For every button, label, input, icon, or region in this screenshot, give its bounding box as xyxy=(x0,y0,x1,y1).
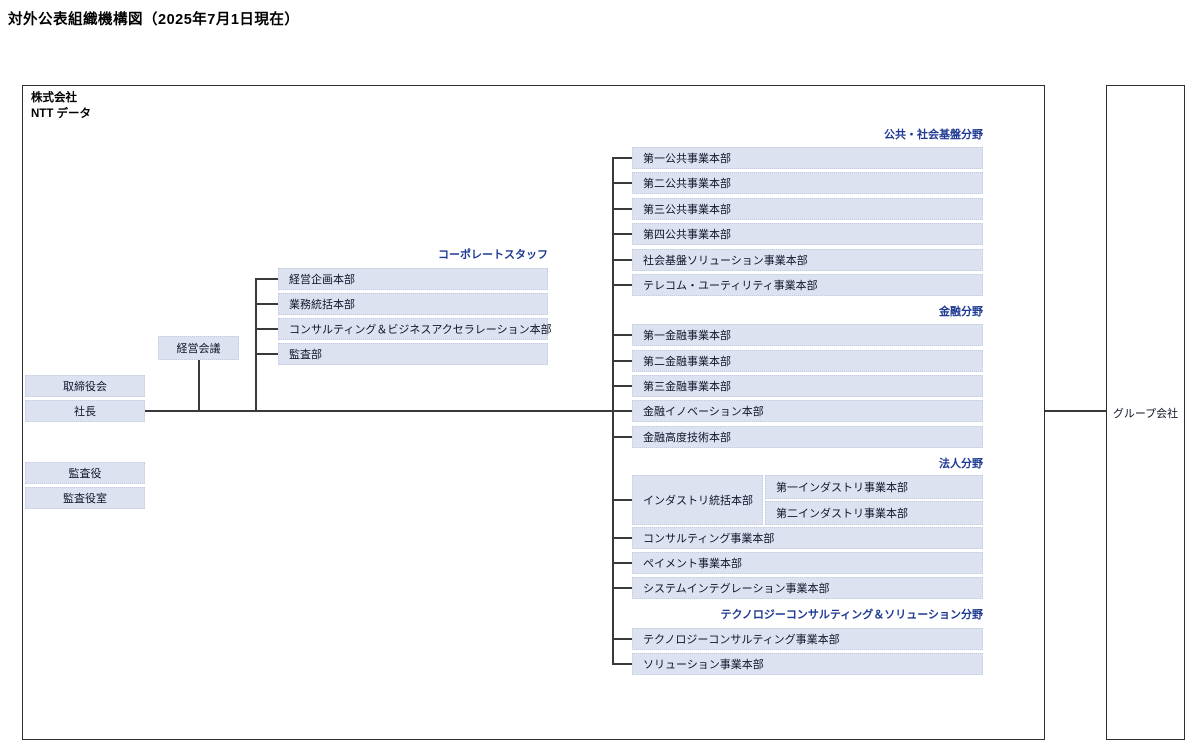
connector-line xyxy=(612,157,632,159)
division-unit: テレコム・ユーティリティ事業本部 xyxy=(632,274,983,296)
box-auditors: 監査役 xyxy=(25,462,145,484)
connector-line xyxy=(612,259,632,261)
division-unit: 第三金融事業本部 xyxy=(632,375,983,397)
connector-line xyxy=(612,182,632,184)
division-unit-industry-child: 第二インダストリ事業本部 xyxy=(765,501,983,525)
corporate-staff-heading: コーポレートスタッフ xyxy=(438,249,548,261)
connector-line xyxy=(612,410,632,412)
division-unit: 第一金融事業本部 xyxy=(632,324,983,346)
division-unit: 第二公共事業本部 xyxy=(632,172,983,194)
division-unit: 第三公共事業本部 xyxy=(632,198,983,220)
connector-line xyxy=(612,499,632,501)
group-company-label: グループ会社 xyxy=(1112,407,1179,420)
division-unit: コンサルティング事業本部 xyxy=(632,527,983,549)
division-heading-finance: 金融分野 xyxy=(939,306,983,318)
corporate-staff-unit: 業務統括本部 xyxy=(278,293,548,315)
main-spine-line xyxy=(145,410,612,412)
group-connector-line xyxy=(1045,410,1106,412)
connector-line xyxy=(612,436,632,438)
division-unit: 金融高度技術本部 xyxy=(632,426,983,448)
company-name-line2: NTT データ xyxy=(31,107,92,120)
connector-line xyxy=(612,385,632,387)
connector-line xyxy=(612,638,632,640)
division-unit: ソリューション事業本部 xyxy=(632,653,983,675)
division-unit: 第二金融事業本部 xyxy=(632,350,983,372)
group-company-box: グループ会社 xyxy=(1106,85,1185,740)
division-heading-public: 公共・社会基盤分野 xyxy=(884,129,983,141)
connector-line xyxy=(612,334,632,336)
division-unit: 第一公共事業本部 xyxy=(632,147,983,169)
connector-line xyxy=(612,284,632,286)
division-heading-technology: テクノロジーコンサルティング＆ソリューション分野 xyxy=(720,609,983,621)
connector-line xyxy=(255,303,279,305)
division-unit: ペイメント事業本部 xyxy=(632,552,983,574)
division-unit: テクノロジーコンサルティング事業本部 xyxy=(632,628,983,650)
connector-line xyxy=(612,587,632,589)
page-title: 対外公表組織機構図（2025年7月1日現在） xyxy=(8,12,300,28)
connector-line xyxy=(612,537,632,539)
connector-line xyxy=(612,360,632,362)
division-heading-corporate: 法人分野 xyxy=(939,458,983,470)
connector-line xyxy=(612,208,632,210)
connector-line xyxy=(612,562,632,564)
connector-line xyxy=(255,328,279,330)
corporate-staff-unit: コンサルティング＆ビジネスアクセラレーション本部 xyxy=(278,318,552,340)
division-unit: 社会基盤ソリューション事業本部 xyxy=(632,249,983,271)
box-management-meeting: 経営会議 xyxy=(158,336,239,360)
box-president: 社長 xyxy=(25,400,145,422)
company-name: 株式会社 NTT データ xyxy=(31,91,91,122)
division-unit: 第四公共事業本部 xyxy=(632,223,983,245)
corporate-staff-trunk-line xyxy=(255,279,257,411)
box-board-of-directors: 取締役会 xyxy=(25,375,145,397)
connector-line xyxy=(612,233,632,235)
company-name-line1: 株式会社 xyxy=(31,92,77,104)
connector-line xyxy=(255,353,279,355)
division-unit: 金融イノベーション本部 xyxy=(632,400,983,422)
management-meeting-drop-line xyxy=(198,360,200,410)
division-unit-industry-child: 第一インダストリ事業本部 xyxy=(765,475,983,499)
division-unit-industry-parent: インダストリ統括本部 xyxy=(632,475,763,525)
connector-line xyxy=(612,663,632,665)
box-auditors-office: 監査役室 xyxy=(25,487,145,509)
connector-line xyxy=(255,278,279,280)
division-unit: システムインテグレーション事業本部 xyxy=(632,577,983,599)
corporate-staff-unit: 監査部 xyxy=(278,343,548,365)
corporate-staff-unit: 経営企画本部 xyxy=(278,268,548,290)
